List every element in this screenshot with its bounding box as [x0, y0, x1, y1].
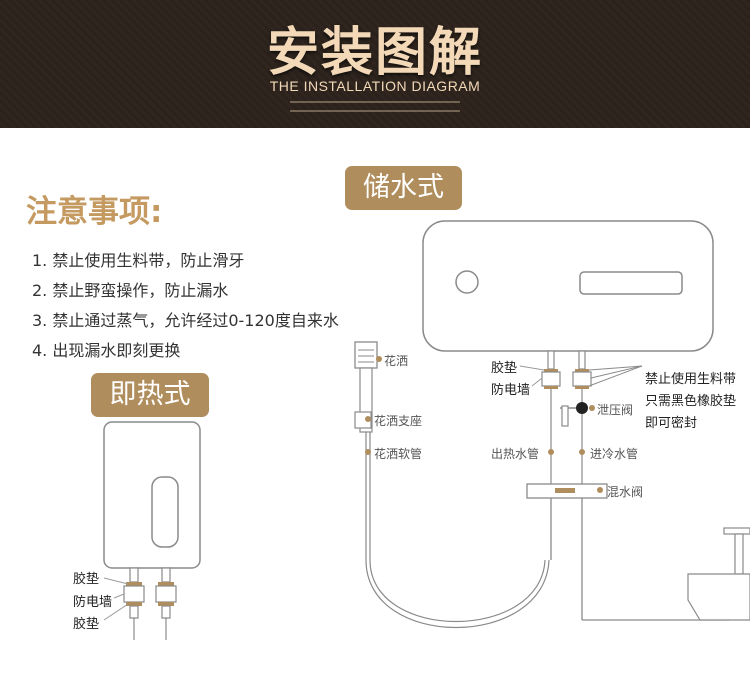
label-shower-head: 花洒: [384, 354, 409, 368]
relief-valve: [576, 402, 588, 414]
label-gasket: 胶垫: [491, 361, 518, 376]
shower-hose: [365, 432, 550, 628]
warning-line: 即可密封: [645, 416, 698, 431]
header-decoration-line: [290, 110, 460, 112]
label-shower-holder: 花洒支座: [374, 414, 423, 428]
note-item: 2. 禁止野蛮操作，防止漏水: [32, 281, 229, 300]
header-title: 安装图解: [266, 23, 483, 83]
label-relief-valve: 泄压阀: [597, 403, 634, 417]
note-item: 3. 禁止通过蒸气，允许经过0-120度自来水: [32, 311, 339, 330]
storage-heater-title: 储水式: [345, 166, 462, 210]
basin: [687, 573, 750, 621]
label-gasket-bottom: 胶垫: [73, 617, 100, 632]
notes-title: 注意事项:: [26, 194, 163, 230]
label-cold-inlet: 进冷水管: [590, 447, 639, 461]
shower-head: [354, 341, 378, 369]
storage-tank-body: [422, 220, 714, 352]
instant-heater-right-pipe: [155, 567, 177, 640]
leader-line: [113, 593, 125, 599]
instant-heater-window: [151, 476, 179, 548]
note-item: 1. 禁止使用生料带，防止滑牙: [32, 251, 245, 270]
faucet: [723, 527, 750, 535]
leader-line: [103, 603, 129, 621]
hot-water-pipe: [541, 350, 561, 484]
instant-heater-left-pipe: [123, 567, 145, 640]
header-subtitle: THE INSTALLATION DIAGRAM: [269, 78, 481, 94]
instant-heater-title: 即热式: [91, 373, 209, 417]
label-gasket-top: 胶垫: [73, 572, 100, 587]
warning-line: 禁止使用生料带: [645, 372, 737, 387]
warning-line: 只需黑色橡胶垫: [645, 394, 737, 409]
header-banner: 安装图解 THE INSTALLATION DIAGRAM: [0, 0, 750, 128]
label-anti-electric-wall: 防电墙: [491, 383, 531, 398]
cold-water-pipe: [572, 350, 592, 484]
note-item: 4. 出现漏水即刻更换: [32, 341, 181, 360]
label-shower-hose: 花洒软管: [374, 447, 423, 461]
label-mixing-valve: 混水阀: [607, 485, 644, 499]
label-anti-electric-wall: 防电墙: [73, 595, 113, 610]
label-hot-outlet: 出热水管: [491, 447, 540, 461]
tank-knob: [455, 270, 479, 294]
shower-holder: [354, 411, 372, 429]
tank-display: [579, 271, 683, 295]
leader-line: [103, 577, 129, 585]
header-decoration-line: [290, 101, 460, 103]
